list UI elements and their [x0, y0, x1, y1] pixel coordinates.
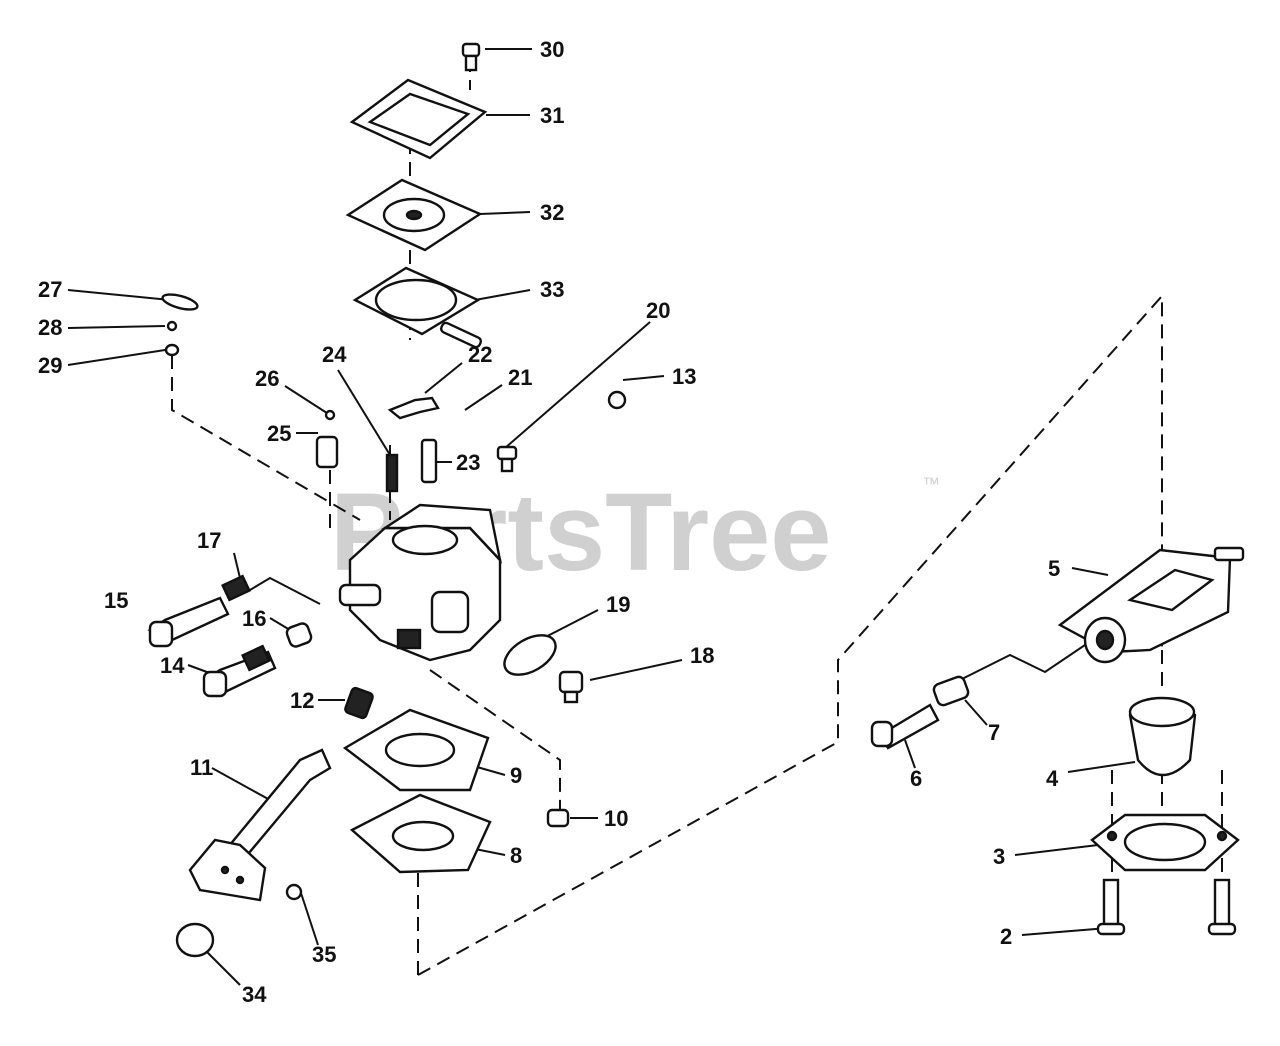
callout-31: 31	[540, 103, 564, 128]
callout-9: 9	[510, 763, 522, 788]
callout-3: 3	[993, 844, 1005, 869]
callout-17: 17	[197, 528, 221, 553]
callout-7: 7	[988, 720, 1000, 745]
parts	[147, 42, 1245, 958]
callout-6: 6	[910, 766, 922, 791]
callout-15: 15	[104, 588, 128, 613]
callout-27: 27	[38, 277, 62, 302]
callout-28: 28	[38, 315, 62, 340]
callout-33: 33	[540, 277, 564, 302]
callout-4: 4	[1046, 766, 1059, 791]
callout-5: 5	[1048, 556, 1060, 581]
callout-23: 23	[456, 450, 480, 475]
callout-18: 18	[690, 643, 714, 668]
callout-14: 14	[160, 653, 185, 678]
callout-26: 26	[255, 366, 279, 391]
callout-8: 8	[510, 843, 522, 868]
callout-19: 19	[606, 592, 630, 617]
callout-29: 29	[38, 353, 62, 378]
callout-32: 32	[540, 200, 564, 225]
callout-24: 24	[322, 342, 347, 367]
callout-30: 30	[540, 37, 564, 62]
callout-25: 25	[267, 421, 291, 446]
callout-12: 12	[290, 688, 314, 713]
callout-2: 2	[1000, 924, 1012, 949]
callout-13: 13	[672, 364, 696, 389]
callout-35: 35	[312, 942, 336, 967]
callout-10: 10	[604, 806, 628, 831]
callout-22: 22	[468, 342, 492, 367]
watermark-trademark: ™	[922, 474, 940, 494]
callout-labels: 30 31 32 33 27 28 29 20 13 22 21 24 26 2…	[38, 37, 1060, 1007]
callout-21: 21	[508, 365, 532, 390]
callout-34: 34	[242, 982, 267, 1007]
callout-11: 11	[190, 755, 213, 780]
callout-16: 16	[242, 606, 266, 631]
callout-20: 20	[646, 298, 670, 323]
